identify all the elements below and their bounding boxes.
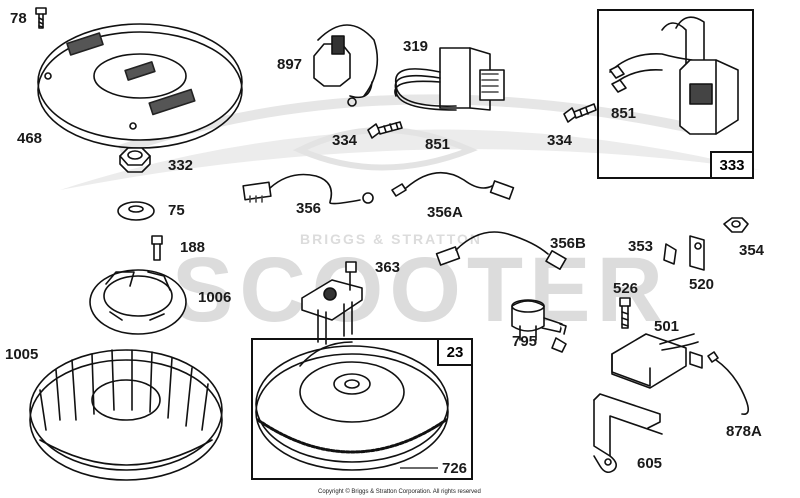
flywheel-726-drawing <box>255 341 449 471</box>
watermark-logo: SCOOTER <box>172 239 669 341</box>
watermark-brand: BRIGGS & STRATTON <box>300 231 483 247</box>
part-label-897: 897 <box>277 56 303 73</box>
wire-356-drawing <box>242 173 374 205</box>
part-label-1006: 1006 <box>198 289 232 306</box>
part-label-353: 353 <box>628 238 654 255</box>
coil-897-drawing <box>313 24 379 107</box>
part-label-726: 726 <box>442 460 468 477</box>
part-label-356b: 356B <box>550 235 586 252</box>
screw-334b-drawing <box>563 103 597 123</box>
regulator-501-drawing <box>611 333 703 389</box>
bracket-363-drawing <box>301 261 363 345</box>
washer-75-drawing <box>117 201 155 221</box>
bracket-605-drawing <box>593 393 663 474</box>
fan-1005-drawing <box>29 349 223 481</box>
coil-851b-drawing <box>609 16 739 135</box>
kit-tag-23: 23 <box>437 338 473 366</box>
part-label-468: 468 <box>17 130 43 147</box>
part-label-851a: 851 <box>425 136 451 153</box>
screw-78-drawing <box>35 7 47 29</box>
part-label-526: 526 <box>613 280 639 297</box>
screw-334a-drawing <box>367 121 403 139</box>
part-label-1005: 1005 <box>5 346 39 363</box>
part-label-878a: 878A <box>726 423 762 440</box>
part-label-520: 520 <box>689 276 715 293</box>
part-label-354: 354 <box>739 242 765 259</box>
part-label-363: 363 <box>375 259 401 276</box>
part-label-501: 501 <box>654 318 680 335</box>
kit-tag-333: 333 <box>710 151 754 179</box>
armature-319-drawing <box>394 47 505 111</box>
kit-box-333 <box>597 9 754 179</box>
part-label-605: 605 <box>637 455 663 472</box>
screw-526-drawing <box>619 297 631 329</box>
screw-188-drawing <box>151 235 163 261</box>
part-label-334b: 334 <box>547 132 573 149</box>
wire-356a-drawing <box>391 171 515 200</box>
wire-878a-drawing <box>707 351 750 416</box>
part-label-332: 332 <box>168 157 194 174</box>
backplate-468-drawing <box>37 23 243 149</box>
part-label-795: 795 <box>512 333 538 350</box>
wire-356b-drawing <box>435 231 567 270</box>
kit-box-23 <box>251 338 473 480</box>
part-label-188: 188 <box>180 239 206 256</box>
part-label-356a: 356A <box>427 204 463 221</box>
part-label-356: 356 <box>296 200 322 217</box>
part-label-851b: 851 <box>611 105 637 122</box>
hardware-353-354-520-drawing <box>663 217 749 271</box>
keyswitch-795-drawing <box>511 299 567 353</box>
nut-332-drawing <box>119 147 151 173</box>
part-label-75: 75 <box>168 202 185 219</box>
part-label-334a: 334 <box>332 132 358 149</box>
part-label-78: 78 <box>10 10 27 27</box>
screen-1006-drawing <box>89 269 187 335</box>
copyright-text: Copyright © Briggs & Stratton Corporatio… <box>318 489 481 495</box>
part-label-319: 319 <box>403 38 429 55</box>
